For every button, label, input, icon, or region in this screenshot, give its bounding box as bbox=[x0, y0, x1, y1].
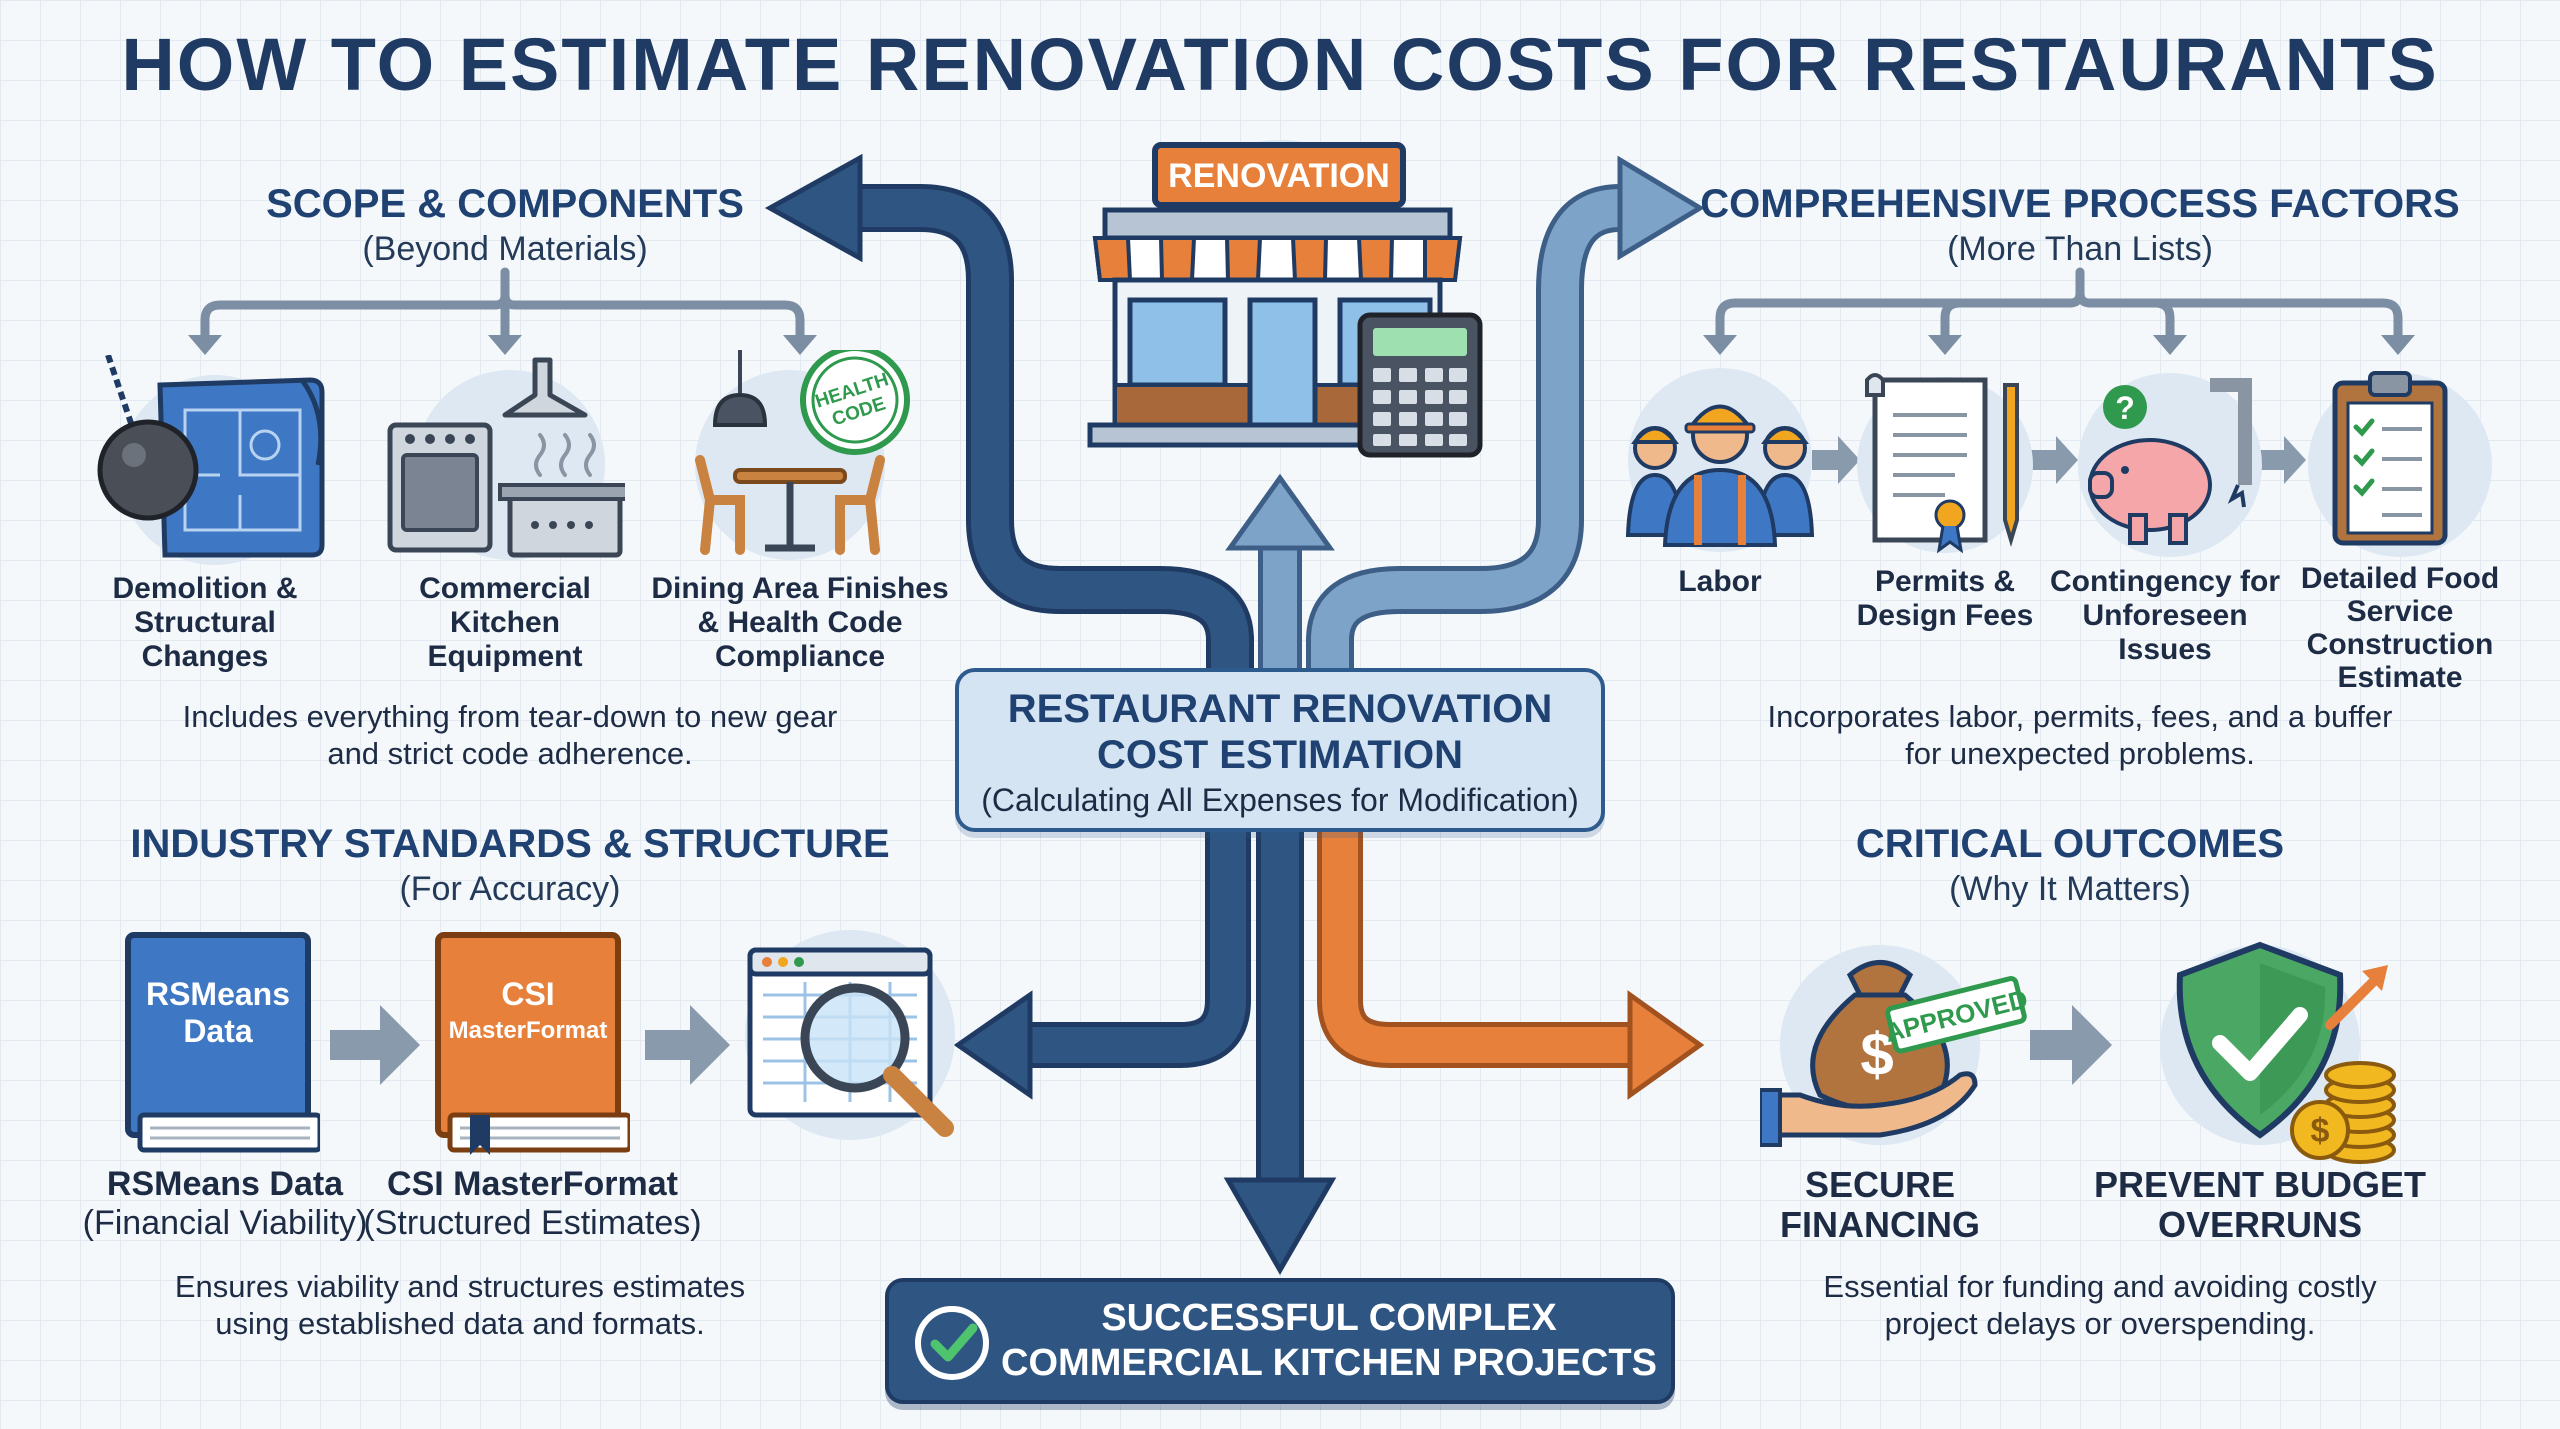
spreadsheet-magnifier-icon bbox=[745, 930, 955, 1140]
scope-item-demolition: Demolition & Structural Changes bbox=[112, 572, 298, 673]
scope-title: SCOPE & COMPONENTS bbox=[266, 182, 744, 226]
svg-text:$: $ bbox=[1860, 1021, 1893, 1088]
page-title: HOW TO ESTIMATE RENOVATION COSTS FOR RES… bbox=[121, 23, 2439, 106]
standards-title: INDUSTRY STANDARDS & STRUCTURE bbox=[130, 822, 890, 866]
outcomes-subtitle: (Why It Matters) bbox=[1949, 870, 2191, 908]
scope-item-dining: Dining Area Finishes & Health Code Compl… bbox=[651, 572, 949, 673]
scope-item-kitchen: Commercial Kitchen Equipment bbox=[419, 572, 591, 673]
process-subtitle: (More Than Lists) bbox=[1947, 230, 2213, 268]
rsmeans-book-line2: Data bbox=[183, 1013, 253, 1049]
csi-book-line2: MasterFormat bbox=[449, 1017, 608, 1044]
svg-text:?: ? bbox=[2115, 390, 2135, 426]
center-title: RESTAURANT RENOVATION COST ESTIMATION bbox=[1007, 687, 1553, 777]
standards-subtitle: (For Accuracy) bbox=[399, 870, 621, 908]
scope-caption: Includes everything from tear-down to ne… bbox=[182, 699, 838, 771]
outcomes-title: CRITICAL OUTCOMES bbox=[1855, 822, 2285, 866]
standards-item-csi: CSI MasterFormat (Structured Estimates) bbox=[363, 1165, 702, 1242]
clipboard-checklist-icon bbox=[2308, 371, 2492, 557]
success-banner-text: SUCCESSFUL COMPLEX COMMERCIAL KITCHEN PR… bbox=[1001, 1297, 1657, 1384]
outcome-item-financing: SECURE FINANCING bbox=[1780, 1164, 1980, 1245]
csi-book-line1: CSI bbox=[501, 976, 554, 1012]
process-item-labor: Labor bbox=[1678, 565, 1762, 598]
success-banner: SUCCESSFUL COMPLEX COMMERCIAL KITCHEN PR… bbox=[885, 1278, 1675, 1404]
scope-subtitle: (Beyond Materials) bbox=[362, 230, 648, 268]
outcome-item-overruns: PREVENT BUDGET OVERRUNS bbox=[2093, 1164, 2427, 1245]
calculator-icon bbox=[1357, 312, 1483, 458]
process-item-contingency: Contingency for Unforeseen Issues bbox=[2050, 565, 2280, 666]
dining-table-icon: HEALTH CODE bbox=[695, 350, 910, 560]
svg-text:$: $ bbox=[2311, 1112, 2330, 1150]
process-item-permits: Permits & Design Fees bbox=[1856, 565, 2034, 632]
outcomes-caption: Essential for funding and avoiding costl… bbox=[1823, 1269, 2377, 1341]
process-item-estimate: Detailed Food Service Construction Estim… bbox=[2300, 562, 2500, 694]
checkmark-icon bbox=[915, 1306, 989, 1380]
piggy-bank-icon: ? bbox=[2078, 373, 2262, 557]
process-title: COMPREHENSIVE PROCESS FACTORS bbox=[1700, 182, 2460, 226]
process-caption: Incorporates labor, permits, fees, and a… bbox=[1767, 699, 2393, 771]
book-icon: RSMeans Data bbox=[125, 932, 320, 1153]
standards-item-rsmeans: RSMeans Data (Financial Viability) bbox=[82, 1165, 368, 1242]
standards-caption: Ensures viability and structures estimat… bbox=[174, 1269, 746, 1341]
book-icon: CSI MasterFormat bbox=[435, 932, 630, 1155]
shield-check-icon bbox=[2160, 941, 2388, 1145]
center-subtitle: (Calculating All Expenses for Modificati… bbox=[981, 782, 1579, 818]
wrecking-ball-icon bbox=[97, 355, 325, 565]
permit-document-icon bbox=[1857, 373, 2033, 554]
workers-icon bbox=[1625, 368, 1815, 552]
coins-icon: $ bbox=[2290, 1061, 2396, 1164]
money-bag-icon: $ APPROVED bbox=[1760, 945, 2030, 1147]
rsmeans-book-line1: RSMeans bbox=[146, 976, 290, 1012]
kitchen-equipment-icon bbox=[387, 357, 625, 560]
renovation-sign: RENOVATION bbox=[1168, 157, 1390, 195]
storefront-icon: RENOVATION bbox=[1087, 140, 1468, 448]
center-estimation-box: RESTAURANT RENOVATION COST ESTIMATION (C… bbox=[955, 668, 1605, 832]
